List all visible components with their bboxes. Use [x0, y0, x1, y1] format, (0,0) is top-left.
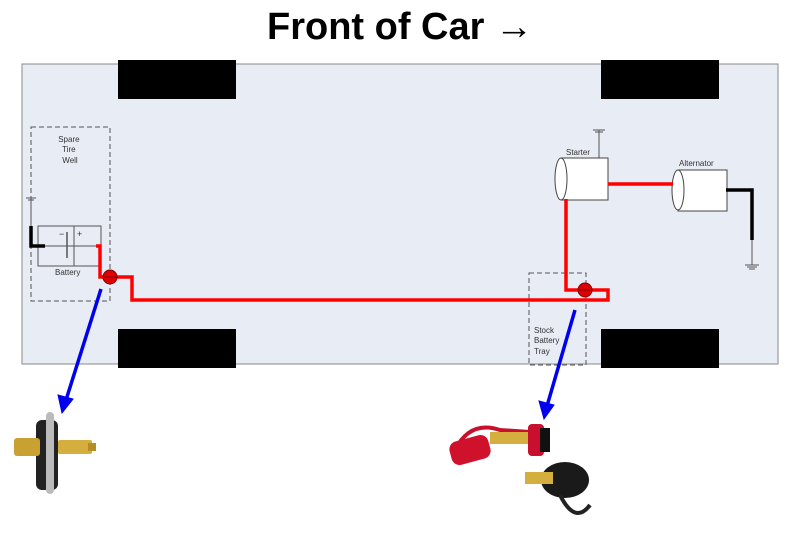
wheel-rear-left [118, 60, 236, 99]
remote-jump-post-image [14, 412, 96, 494]
insulated-jump-post-image [449, 424, 592, 515]
ground-icon [26, 197, 36, 230]
alternator-symbol: Alternator [671, 159, 728, 212]
junction-post-front [577, 282, 593, 298]
arrow-rear-post [57, 288, 103, 415]
alternator-ground-wire [726, 188, 754, 240]
svg-text:−: − [59, 229, 64, 239]
wheel-rear-right [118, 329, 236, 368]
car-body [21, 63, 779, 365]
svg-text:+: + [77, 229, 82, 239]
spare-tire-well-label: Spare Tire Well [58, 135, 82, 165]
ground-icon [745, 240, 759, 270]
stock-battery-tray-label: Stock Battery Tray [534, 326, 562, 356]
arrow-front-post [538, 309, 577, 421]
page-title: Front of Car → [267, 6, 533, 48]
wheel-front-left [601, 60, 719, 99]
wheel-front-right [601, 329, 719, 368]
junction-post-rear [102, 269, 118, 285]
svg-text:Battery: Battery [55, 268, 80, 277]
battery-ground-wire [29, 226, 45, 248]
svg-text:Alternator: Alternator [679, 159, 714, 168]
starter-symbol: Starter [554, 129, 609, 201]
svg-text:Starter: Starter [566, 148, 590, 157]
